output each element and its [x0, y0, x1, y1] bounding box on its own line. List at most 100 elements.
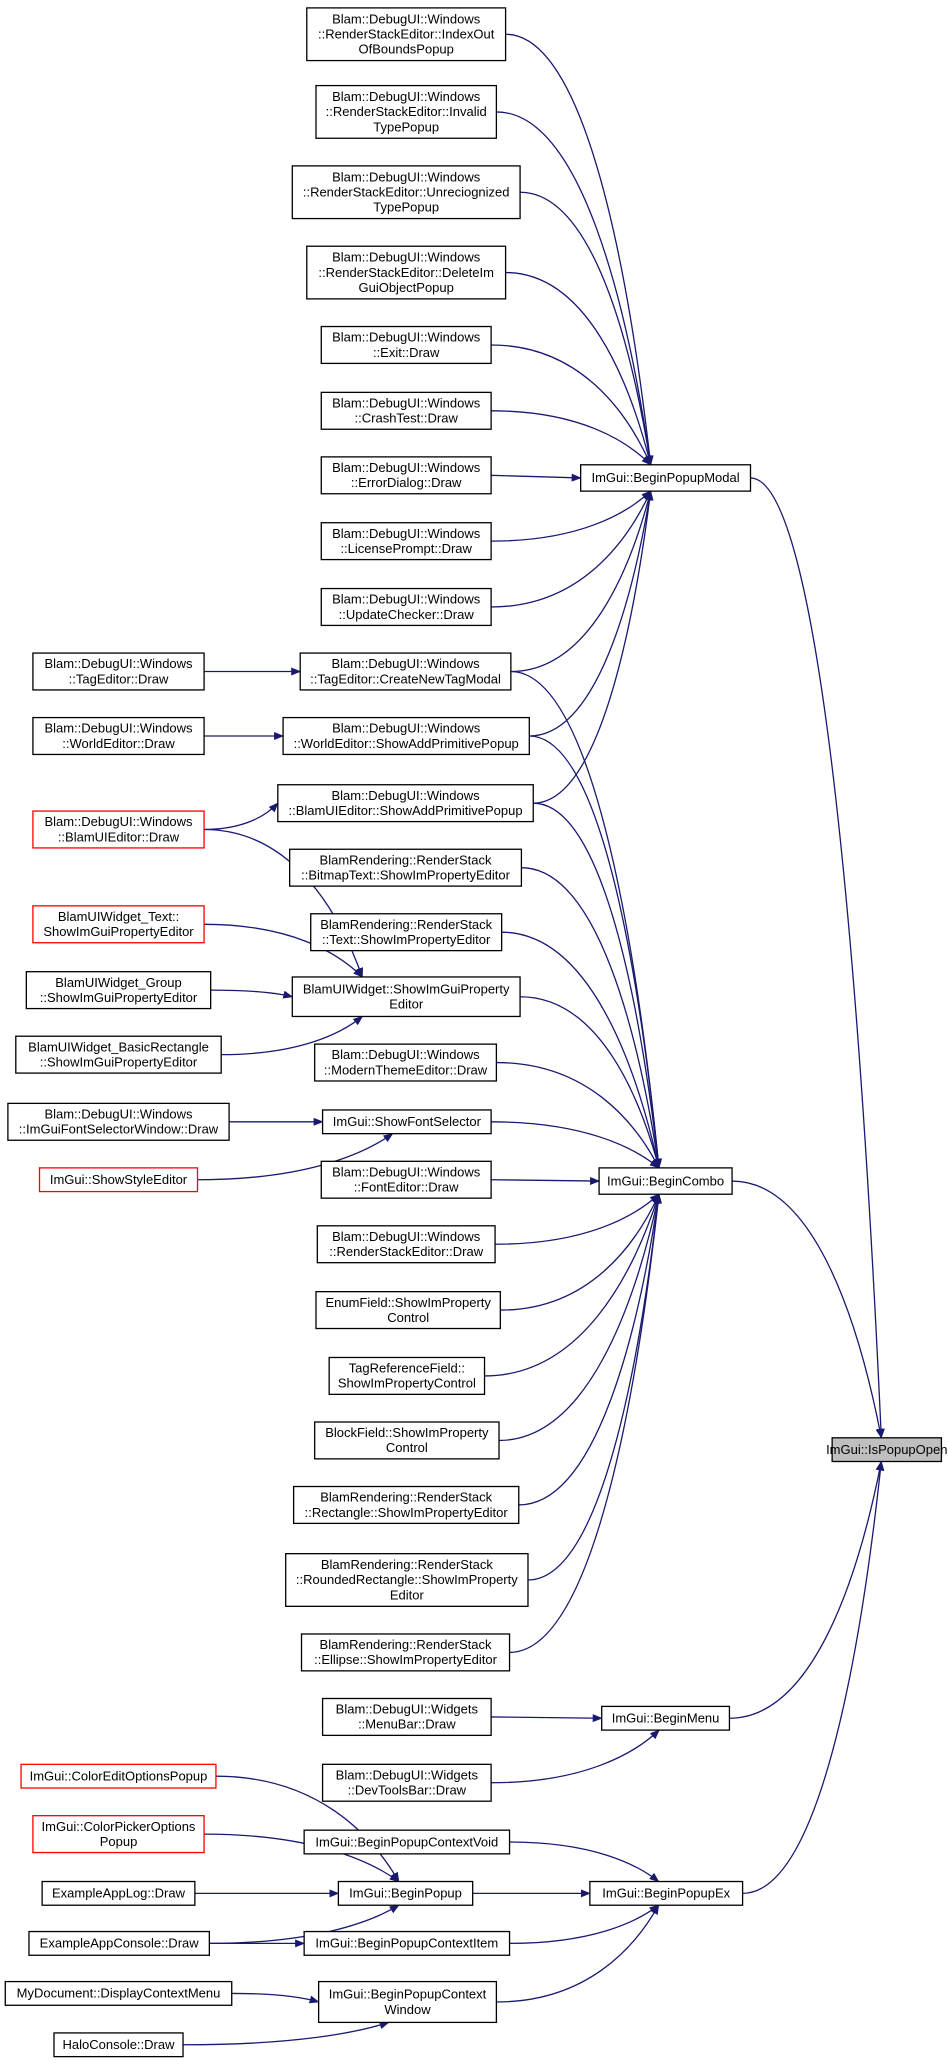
node-box[interactable]	[4, 1980, 233, 2006]
node-box[interactable]	[32, 716, 205, 756]
node-n40[interactable]: MyDocument::DisplayContextMenu	[4, 1980, 233, 2006]
node-box[interactable]	[32, 810, 205, 849]
node-box[interactable]	[299, 652, 512, 691]
node-n41[interactable]: HaloConsole::Draw	[53, 2032, 184, 2058]
node-bcombo[interactable]: ImGui::BeginCombo	[598, 1167, 733, 1195]
node-box[interactable]	[320, 325, 492, 365]
node-box[interactable]	[321, 1763, 492, 1802]
node-n10[interactable]: Blam::DebugUI::Windows::TagEditor::Creat…	[299, 652, 512, 691]
node-n12[interactable]: Blam::DebugUI::Windows::WorldEditor::Sho…	[282, 716, 530, 756]
node-box[interactable]	[291, 976, 521, 1018]
node-box[interactable]	[32, 905, 205, 944]
node-box[interactable]	[291, 165, 521, 220]
node-n26[interactable]: Blam::DebugUI::Windows::FontEditor::Draw	[320, 1160, 492, 1199]
node-n19[interactable]: BlamUIWidget::ShowImGuiPropertyEditor	[291, 976, 521, 1018]
edge-n41-to-bpcw	[183, 2021, 390, 2046]
node-box[interactable]	[601, 1705, 731, 1731]
node-n28[interactable]: EnumField::ShowImPropertyControl	[315, 1291, 501, 1330]
node-n16[interactable]: BlamRendering::RenderStack::BitmapText::…	[289, 848, 523, 887]
node-box[interactable]	[337, 1880, 474, 1906]
node-box[interactable]	[320, 391, 492, 430]
node-n35[interactable]: Blam::DebugUI::Widgets::DevToolsBar::Dra…	[321, 1763, 492, 1802]
node-n32[interactable]: BlamRendering::RenderStack::RoundedRecta…	[285, 1553, 529, 1607]
node-n15[interactable]: Blam::DebugUI::Windows::BlamUIEditor::Dr…	[32, 810, 205, 849]
node-n17[interactable]: BlamRendering::RenderStack::Text::ShowIm…	[310, 913, 503, 952]
node-box[interactable]	[300, 1633, 511, 1672]
node-n14[interactable]: Blam::DebugUI::Windows::BlamUIEditor::Sh…	[277, 784, 534, 823]
node-n5[interactable]: Blam::DebugUI::Windows::Exit::Draw	[320, 325, 492, 365]
node-box[interactable]	[316, 1225, 496, 1264]
node-box[interactable]	[7, 1102, 230, 1141]
node-n1[interactable]: Blam::DebugUI::Windows::RenderStackEdito…	[306, 7, 507, 62]
node-bpcv[interactable]: ImGui::BeginPopupContextVoid	[303, 1829, 511, 1855]
node-box[interactable]	[53, 2032, 184, 2058]
node-box[interactable]	[20, 1763, 217, 1789]
node-box[interactable]	[315, 1291, 501, 1330]
node-n2[interactable]: Blam::DebugUI::Windows::RenderStackEdito…	[315, 84, 498, 139]
node-n30[interactable]: BlockField::ShowImPropertyControl	[314, 1421, 500, 1460]
node-box[interactable]	[25, 971, 212, 1010]
node-box[interactable]	[15, 1035, 222, 1074]
node-n25[interactable]: ImGui::ShowStyleEditor	[38, 1167, 199, 1193]
node-bpopup[interactable]: ImGui::BeginPopup	[337, 1880, 474, 1906]
node-n23[interactable]: ImGui::ShowFontSelector	[321, 1109, 492, 1135]
node-label: MyDocument::DisplayContextMenu	[17, 1986, 221, 2001]
node-box[interactable]	[320, 522, 492, 561]
node-box[interactable]	[320, 1160, 492, 1199]
node-n34[interactable]: Blam::DebugUI::Widgets::MenuBar::Draw	[321, 1697, 492, 1737]
node-bpm[interactable]: ImGui::BeginPopupModal	[580, 464, 752, 492]
node-box[interactable]	[589, 1880, 744, 1906]
node-box[interactable]	[306, 7, 507, 62]
node-box[interactable]	[328, 1356, 486, 1395]
node-box[interactable]	[285, 1553, 529, 1607]
node-n3[interactable]: Blam::DebugUI::Windows::RenderStackEdito…	[291, 165, 521, 220]
node-n6[interactable]: Blam::DebugUI::Windows::CrashTest::Draw	[320, 391, 492, 430]
node-n38[interactable]: ExampleAppLog::Draw	[41, 1880, 196, 1906]
node-n18[interactable]: BlamUIWidget_Text::ShowImGuiPropertyEdit…	[32, 905, 205, 944]
node-n13[interactable]: Blam::DebugUI::Windows::WorldEditor::Dra…	[32, 716, 205, 756]
node-box[interactable]	[289, 848, 523, 887]
node-n33[interactable]: BlamRendering::RenderStack::Ellipse::Sho…	[300, 1633, 511, 1672]
node-box[interactable]	[28, 1930, 210, 1956]
node-n39[interactable]: ExampleAppConsole::Draw	[28, 1930, 210, 1956]
node-n24[interactable]: Blam::DebugUI::Windows::ImGuiFontSelecto…	[7, 1102, 230, 1141]
node-n7[interactable]: Blam::DebugUI::Windows::ErrorDialog::Dra…	[320, 456, 492, 495]
node-box[interactable]	[314, 1421, 500, 1460]
node-box[interactable]	[277, 784, 534, 823]
node-n31[interactable]: BlamRendering::RenderStack::Rectangle::S…	[292, 1485, 520, 1525]
node-n4[interactable]: Blam::DebugUI::Windows::RenderStackEdito…	[306, 245, 507, 300]
node-box[interactable]	[306, 245, 507, 300]
node-box[interactable]	[303, 1930, 511, 1956]
node-bmenu[interactable]: ImGui::BeginMenu	[601, 1705, 731, 1731]
node-box[interactable]	[282, 716, 530, 756]
node-n27[interactable]: Blam::DebugUI::Windows::RenderStackEdito…	[316, 1225, 496, 1264]
node-bpex[interactable]: ImGui::BeginPopupEx	[589, 1880, 744, 1906]
node-box[interactable]	[598, 1167, 733, 1195]
node-box[interactable]	[32, 652, 205, 691]
node-n11[interactable]: Blam::DebugUI::Windows::TagEditor::Draw	[32, 652, 205, 691]
node-box[interactable]	[321, 1697, 492, 1737]
node-box[interactable]	[320, 587, 492, 627]
node-box[interactable]	[317, 1980, 498, 2024]
node-box[interactable]	[303, 1829, 511, 1855]
node-box[interactable]	[310, 913, 503, 952]
node-box[interactable]	[315, 84, 498, 139]
node-n9[interactable]: Blam::DebugUI::Windows::UpdateChecker::D…	[320, 587, 492, 627]
node-box[interactable]	[38, 1167, 199, 1193]
node-bpci[interactable]: ImGui::BeginPopupContextItem	[303, 1930, 511, 1956]
node-n20[interactable]: BlamUIWidget_Group::ShowImGuiPropertyEdi…	[25, 971, 212, 1010]
node-n8[interactable]: Blam::DebugUI::Windows::LicensePrompt::D…	[320, 522, 492, 561]
node-box[interactable]	[320, 456, 492, 495]
node-n29[interactable]: TagReferenceField::ShowImPropertyControl	[328, 1356, 486, 1395]
node-box[interactable]	[580, 464, 752, 492]
node-n21[interactable]: BlamUIWidget_BasicRectangle::ShowImGuiPr…	[15, 1035, 222, 1074]
node-n22[interactable]: Blam::DebugUI::Windows::ModernThemeEdito…	[314, 1043, 498, 1082]
node-box[interactable]	[292, 1485, 520, 1525]
node-box[interactable]	[32, 1815, 205, 1854]
node-box[interactable]	[321, 1109, 492, 1135]
node-n36[interactable]: ImGui::ColorEditOptionsPopup	[20, 1763, 217, 1789]
node-box[interactable]	[41, 1880, 196, 1906]
node-box[interactable]	[314, 1043, 498, 1082]
